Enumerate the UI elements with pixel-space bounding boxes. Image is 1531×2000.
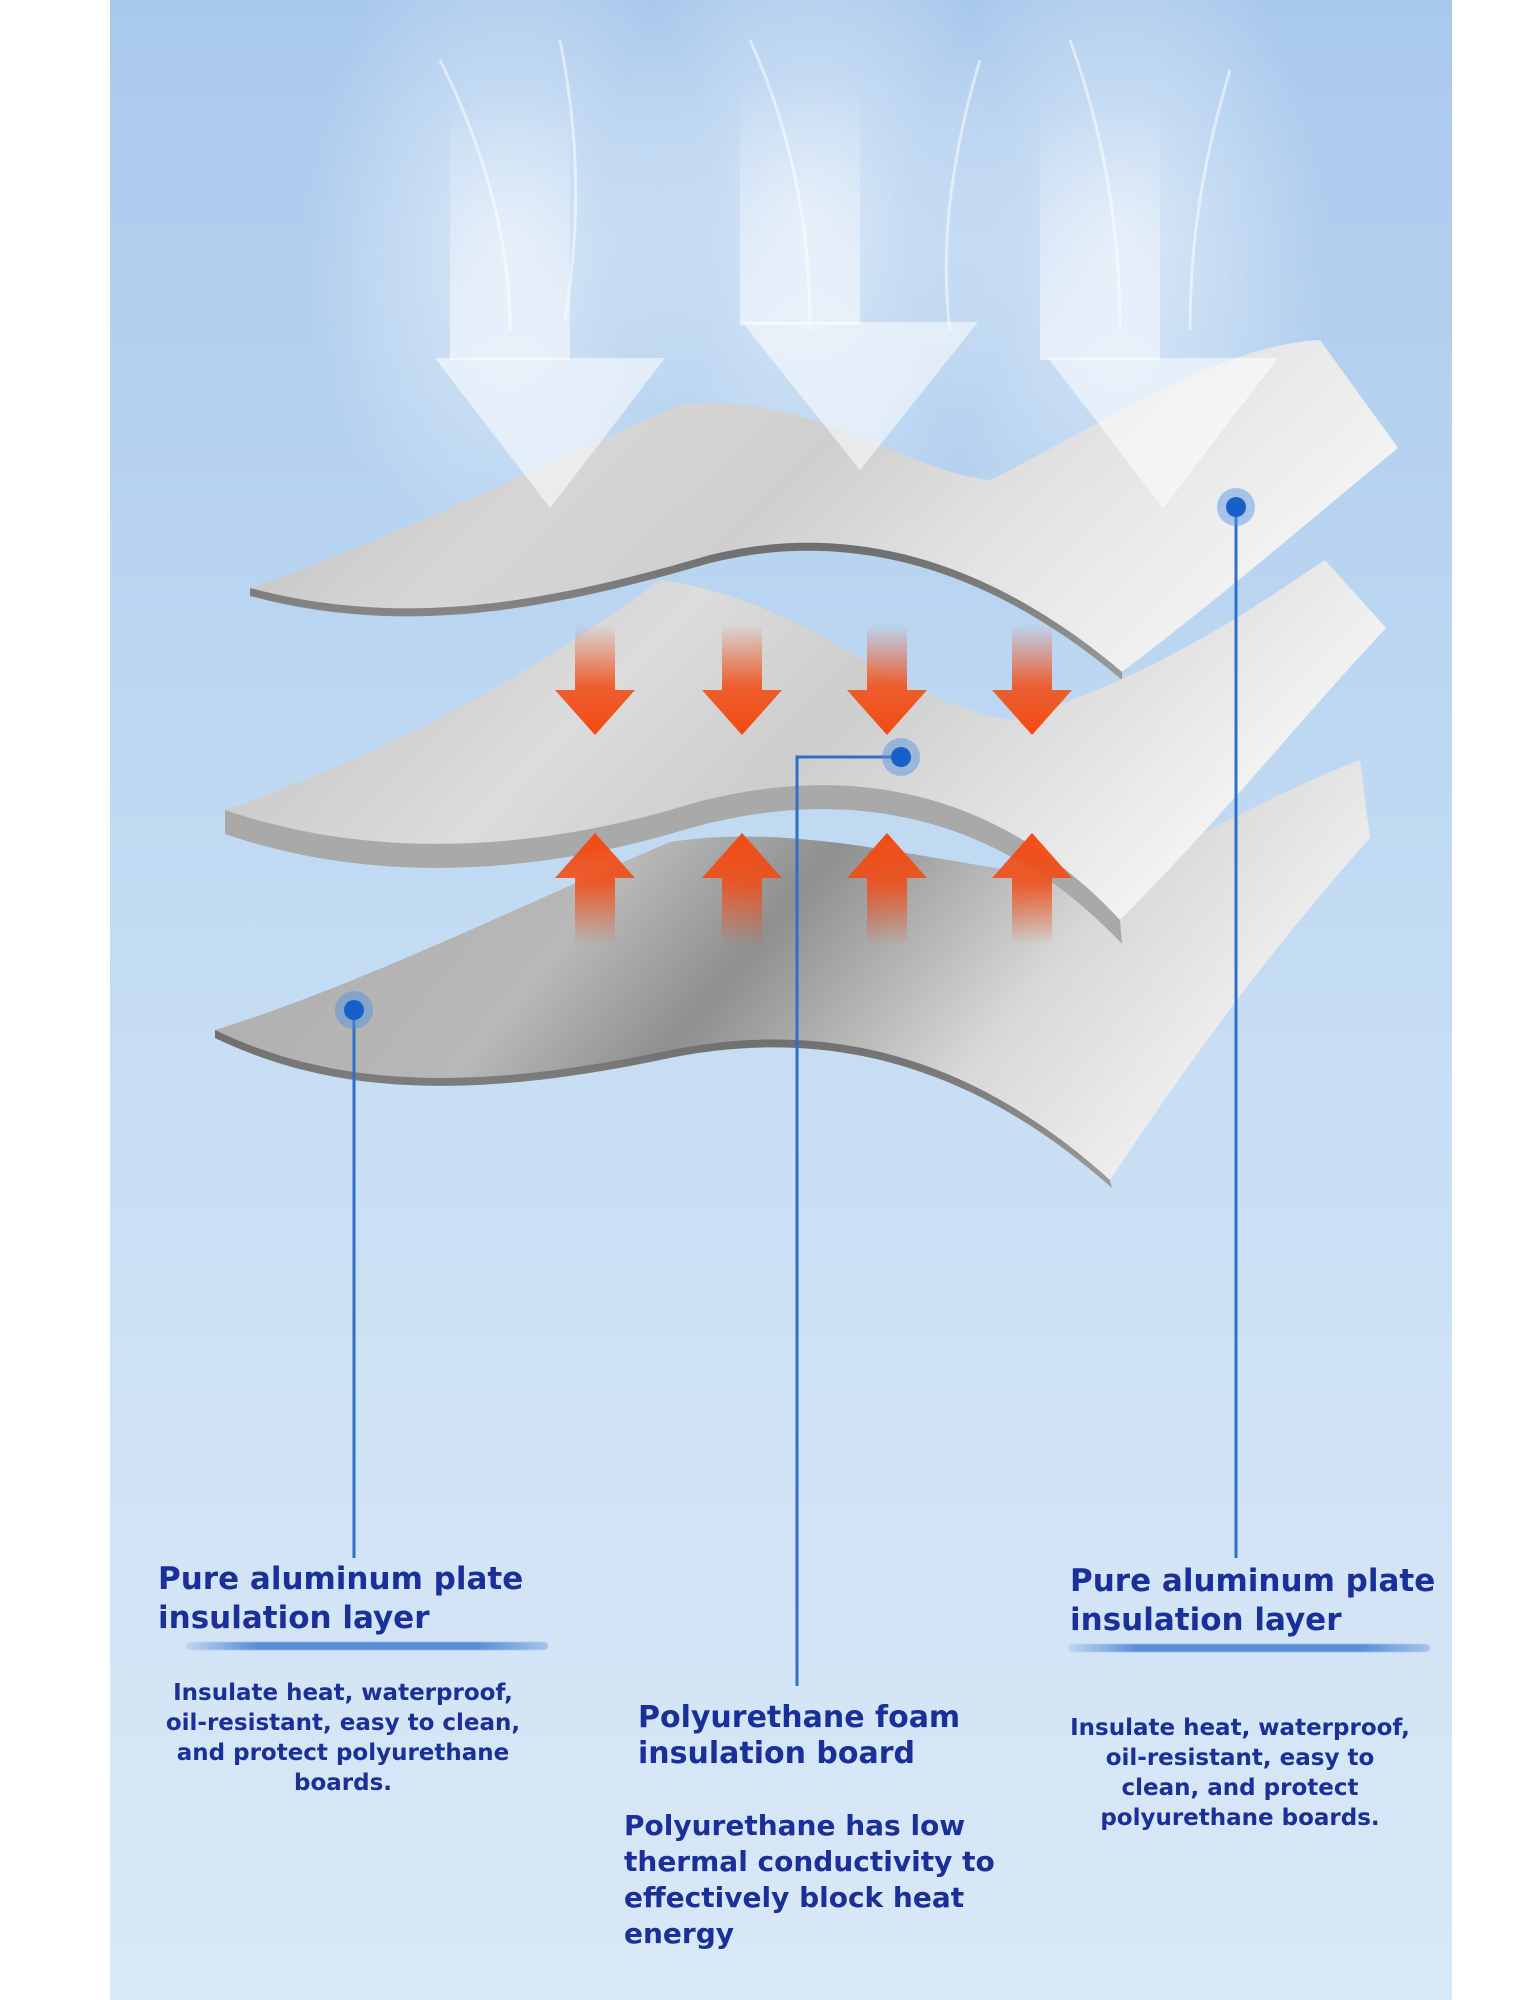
middle-callout-description: Polyurethane has low thermal conductivit…	[624, 1809, 995, 1950]
right-callout-title: Pure aluminum plate insulation layer	[1070, 1563, 1436, 1638]
middle-callout-title: Polyurethane foam insulation board	[638, 1700, 961, 1771]
heat-arrow-down-icon	[702, 625, 782, 735]
heat-arrow-up-icon	[992, 833, 1072, 945]
left-callout-title: Pure aluminum plate insulation layer	[158, 1561, 524, 1636]
diagram-panel: Pure aluminum plate insulation layer Ins…	[110, 0, 1452, 2000]
right-callout-description: Insulate heat, waterproof, oil-resistant…	[1070, 1715, 1410, 1831]
heat-arrow-up-icon	[702, 833, 782, 945]
callout-dot-icon	[882, 738, 920, 776]
left-callout-description: Insulate heat, waterproof, oil-resistant…	[165, 1680, 521, 1796]
callout-dot-icon	[335, 991, 373, 1029]
cold-air-arrow-icon	[1040, 100, 1278, 508]
cold-air-arrows	[435, 80, 1278, 508]
cold-air-arrow-icon	[740, 80, 978, 470]
bottom-aluminum-plate	[215, 760, 1370, 1188]
heat-arrow-up-icon	[847, 833, 927, 945]
callout-dot-icon	[1217, 488, 1255, 526]
heat-arrow-down-icon	[555, 625, 635, 735]
left-callout-underline	[186, 1642, 548, 1650]
heat-arrow-down-icon	[992, 625, 1072, 735]
callout-dots	[335, 488, 1255, 1029]
layer-illustration	[215, 0, 1398, 1686]
heat-arrow-down-icon	[847, 625, 927, 735]
cold-air-arrow-icon	[435, 90, 665, 508]
heat-arrows-up	[555, 833, 1072, 945]
heat-arrows-down	[555, 625, 1072, 735]
right-callout-underline	[1068, 1644, 1430, 1652]
polyurethane-foam-board	[225, 560, 1386, 944]
heat-arrow-up-icon	[555, 833, 635, 945]
leader-lines	[352, 507, 1238, 1686]
leader-line-middle	[795, 755, 899, 1686]
